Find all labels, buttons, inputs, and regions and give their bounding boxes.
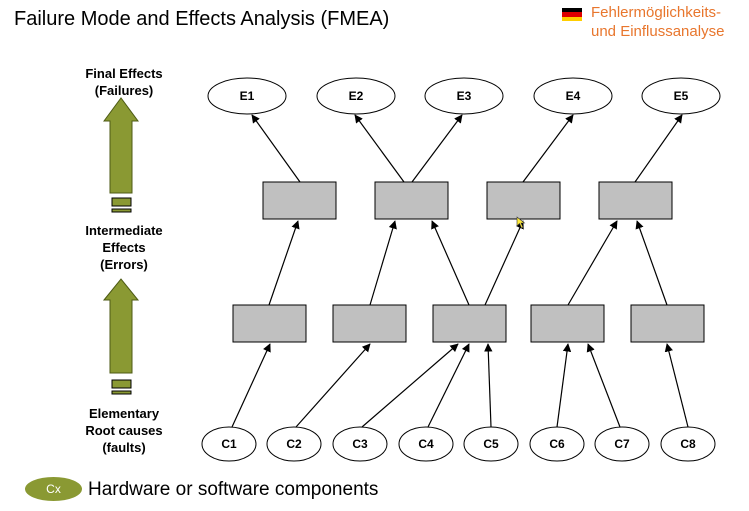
cause-node: C2 — [266, 426, 322, 462]
error-box — [232, 304, 307, 343]
error-box — [630, 304, 705, 343]
effect-node: E2 — [316, 77, 396, 115]
connector-arrow — [556, 343, 572, 428]
effect-label: E2 — [349, 89, 364, 103]
upward-arrow-icon — [102, 278, 140, 395]
cause-label: C6 — [549, 437, 565, 451]
connector-arrow — [361, 343, 459, 428]
intermediate-effects-label: Intermediate Effects (Errors) — [66, 222, 182, 273]
german-translation-line-1: Fehlermöglichkeits- — [591, 4, 722, 21]
effect-node: E1 — [207, 77, 287, 115]
final-effects-line: Final Effects — [85, 66, 163, 81]
legend-component-pill: Cx — [25, 477, 82, 501]
effect-label: E5 — [674, 89, 689, 103]
error-box — [530, 304, 605, 343]
connector-arrow — [567, 220, 618, 306]
intermediate-effects-line: Intermediate — [85, 223, 163, 238]
intermediate-effect-box — [598, 181, 673, 220]
connector-arrow — [635, 220, 668, 306]
cause-node: C7 — [594, 426, 650, 462]
legend-text: Hardware or software components — [88, 479, 379, 500]
cause-label: C1 — [221, 437, 237, 451]
elementary-causes-line: (faults) — [102, 440, 146, 455]
connector-arrow — [411, 114, 463, 183]
connector-arrow — [295, 343, 371, 428]
cause-node: C3 — [332, 426, 388, 462]
connector-arrow — [231, 343, 271, 428]
german-translation-line-2: und Einflussanalyse — [591, 23, 725, 40]
elementary-causes-line: Elementary — [88, 406, 160, 421]
connector-arrow — [354, 114, 405, 183]
german-translation: Fehlermöglichkeits- und Einflussanalyse — [591, 3, 724, 41]
effect-node: E3 — [424, 77, 504, 115]
effect-label: E4 — [566, 89, 581, 103]
connector-arrow — [251, 114, 301, 183]
intermediate-effect-box — [486, 181, 561, 220]
final-effects-label: Final Effects (Failures) — [66, 65, 182, 99]
effect-node: E4 — [533, 77, 613, 115]
connector-arrow — [634, 114, 683, 183]
connector-arrow — [664, 343, 689, 428]
cause-label: C4 — [418, 437, 434, 451]
error-box — [432, 304, 507, 343]
connector-arrow — [427, 343, 470, 428]
connector-arrow — [484, 343, 493, 428]
cause-node: C8 — [660, 426, 716, 462]
effect-node: E5 — [641, 77, 721, 115]
final-effects-line: (Failures) — [94, 83, 154, 98]
cause-label: C7 — [614, 437, 630, 451]
mouse-cursor-icon — [516, 216, 526, 229]
elementary-causes-label: Elementary Root causes (faults) — [66, 405, 182, 456]
cause-node: C1 — [201, 426, 257, 462]
connector-arrow — [484, 220, 524, 306]
intermediate-effect-box — [374, 181, 449, 220]
upward-arrow-icon — [103, 97, 139, 213]
german-flag-icon — [562, 8, 582, 21]
intermediate-effect-box — [262, 181, 337, 220]
cause-node: C6 — [529, 426, 585, 462]
cause-label: C3 — [352, 437, 368, 451]
cause-label: C5 — [483, 437, 499, 451]
error-box — [332, 304, 407, 343]
cause-label: C2 — [286, 437, 302, 451]
page-title: Failure Mode and Effects Analysis (FMEA) — [14, 8, 390, 30]
connector-arrow — [431, 220, 470, 306]
elementary-causes-line: Root causes — [85, 423, 163, 438]
intermediate-effects-line: Effects — [102, 240, 146, 255]
connector-arrow — [586, 343, 621, 428]
cause-node: C5 — [463, 426, 519, 462]
intermediate-effects-line: (Errors) — [100, 257, 148, 272]
connector-arrow — [522, 114, 574, 183]
effect-label: E3 — [457, 89, 472, 103]
cause-label: C8 — [680, 437, 696, 451]
connector-arrow — [268, 220, 300, 306]
cause-node: C4 — [398, 426, 454, 462]
connector-arrow — [369, 220, 397, 306]
effect-label: E1 — [240, 89, 255, 103]
